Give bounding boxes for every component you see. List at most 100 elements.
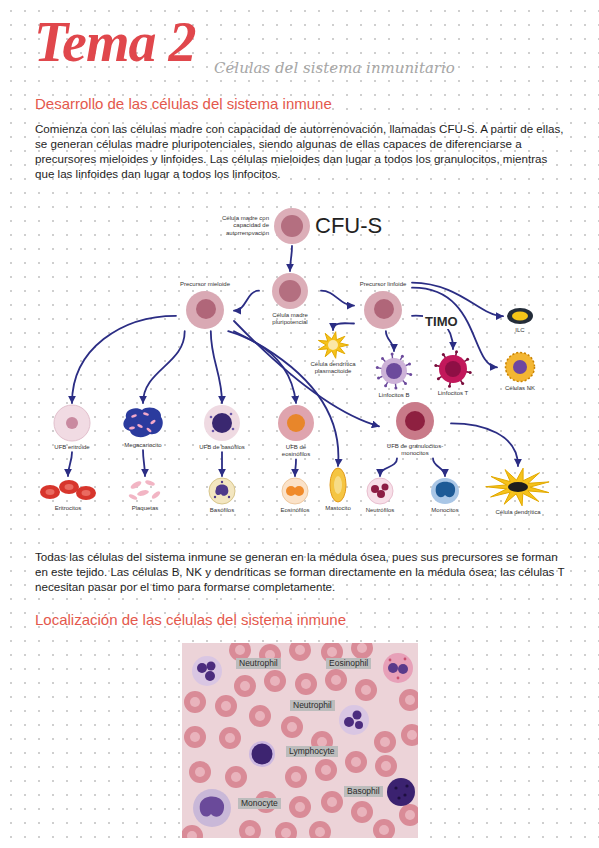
svg-part (455, 350, 458, 353)
cell-node: Linfocitos T (429, 349, 477, 398)
svg-part (131, 414, 138, 419)
svg-part (466, 358, 469, 361)
svg-part (508, 482, 528, 492)
cell-node: UFB de eosinófilos (273, 403, 319, 459)
svg-part (442, 353, 445, 356)
svg-part (230, 413, 233, 416)
cell-icon (281, 477, 309, 505)
svg-part (376, 366, 379, 369)
arrow-connector (321, 291, 354, 306)
arrow-connector (234, 331, 338, 466)
arrow-connector (228, 331, 296, 403)
red-blood-cell (289, 796, 311, 818)
red-blood-cell (295, 673, 317, 695)
svg-part (287, 414, 305, 432)
photo-label-box: Basophil (344, 786, 383, 797)
cell-icon (53, 404, 91, 442)
photo-label: Lymphocyte (286, 746, 338, 757)
svg-part (128, 493, 138, 500)
svg-part (398, 664, 408, 674)
svg-part (408, 362, 411, 365)
cell-node: Célula dendrítica plasmacitoide (301, 330, 365, 376)
svg-part (330, 468, 346, 502)
cell-label: UFB de eosinófilos (273, 444, 319, 458)
svg-part (389, 659, 392, 662)
svg-part (214, 496, 216, 498)
photo-label: Basophil (344, 786, 383, 797)
red-blood-cell (239, 820, 261, 838)
svg-part (364, 291, 402, 329)
lymphocyte-cell (249, 741, 275, 767)
cell-label: Megacariocito (113, 442, 173, 449)
cell-node: Eosinófilos (272, 476, 318, 515)
arrow-connector (68, 452, 72, 476)
arrow-connector (380, 458, 397, 476)
cell-label: Célula madre pluripotencial (259, 312, 321, 326)
svg-part (383, 653, 413, 683)
svg-part (146, 427, 152, 433)
arrow-connector (72, 316, 176, 403)
cell-label: Basófilos (200, 507, 244, 514)
svg-part (387, 778, 415, 806)
svg-part (512, 312, 528, 321)
svg-part (437, 377, 440, 380)
svg-part (59, 480, 79, 494)
svg-part (431, 478, 459, 504)
svg-part (334, 476, 342, 494)
svg-part (513, 360, 527, 374)
cell-icon (316, 331, 350, 359)
cell-icon (366, 477, 394, 505)
cell-icon (504, 351, 536, 383)
svg-part (377, 377, 380, 380)
red-blood-cell (315, 759, 337, 781)
paragraph-box: Todas las células del sistema inmune se … (35, 549, 567, 594)
svg-part (65, 484, 74, 490)
svg-part (186, 291, 224, 329)
svg-part (409, 373, 412, 376)
arrow-connector (221, 452, 223, 476)
cell-label: Linfocitos B (371, 392, 417, 399)
cell-node: Neutrófilos (358, 476, 402, 515)
cell-label: ILC (503, 327, 537, 334)
red-blood-cell (345, 751, 367, 773)
cell-label: Célula dendrítica plasmacitoide (301, 361, 365, 375)
svg-part (252, 744, 273, 765)
cell-node: Linfocitos B (371, 351, 417, 400)
svg-part (76, 486, 96, 500)
red-blood-cell (285, 766, 307, 788)
red-blood-cell (351, 801, 373, 823)
arrow-connector (234, 291, 259, 311)
svg-part (249, 741, 275, 767)
neutrophil-cell (339, 705, 369, 735)
cell-node: UFB de granulocitos-monocitos (379, 400, 451, 458)
red-blood-cell (399, 689, 418, 711)
cell-node: Monocitos (422, 476, 468, 515)
cell-icon (432, 350, 474, 388)
cell-node: ILC (503, 306, 537, 335)
svg-part (46, 489, 55, 495)
cell-icon (271, 272, 309, 310)
svg-part (355, 721, 363, 729)
arrow-connector (451, 423, 518, 466)
paragraph-box: Comienza con las células madre con capac… (35, 121, 567, 181)
red-blood-cell (351, 643, 373, 659)
cell-label: Célula dendrítica (481, 509, 555, 516)
red-blood-cell (234, 675, 256, 697)
svg-part (397, 677, 400, 680)
svg-part (394, 386, 397, 389)
svg-part (469, 371, 472, 374)
cell-icon (273, 207, 311, 245)
svg-part (394, 786, 397, 789)
arrow-connector (290, 246, 292, 271)
svg-part (461, 382, 464, 385)
svg-part (137, 423, 144, 428)
photo-label: Neutrophil (236, 658, 281, 669)
red-blood-cell (375, 755, 397, 777)
subtitle-box: Células del sistema inmunitario (214, 59, 455, 77)
red-blood-cell (373, 819, 395, 838)
red-blood-cell (399, 804, 418, 826)
red-blood-cell (184, 691, 206, 713)
edge-label: TIMO (423, 315, 460, 329)
cell-node: Precursor mieloide (176, 280, 234, 331)
